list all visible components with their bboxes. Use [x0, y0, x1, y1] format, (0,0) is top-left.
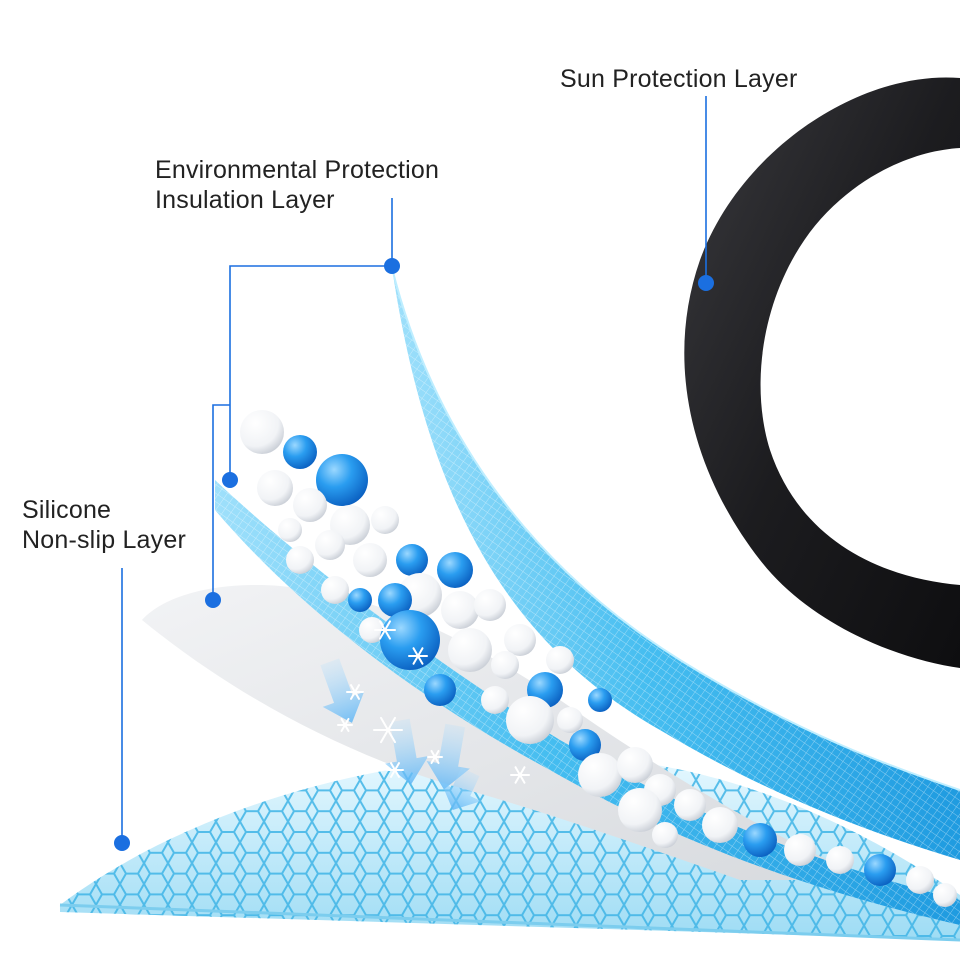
- white-bead: [353, 543, 387, 577]
- leader-dot-beads: [222, 472, 238, 488]
- leader-dot-sil: [114, 835, 130, 851]
- white-bead: [906, 866, 934, 894]
- blue-bead: [588, 688, 612, 712]
- white-bead: [481, 686, 509, 714]
- white-bead: [652, 822, 678, 848]
- white-bead: [286, 546, 314, 574]
- snowflake-icon: [510, 766, 530, 784]
- leader-dot-sun: [698, 275, 714, 291]
- white-bead: [371, 506, 399, 534]
- white-bead: [617, 747, 653, 783]
- sun-protection-layer: [684, 77, 960, 668]
- label-insulation-layer: Environmental Protection Insulation Laye…: [155, 155, 439, 215]
- snowflake-icon: [408, 647, 428, 665]
- silicone-mesh-layer: [59, 756, 960, 942]
- snowflake-icon: [374, 620, 396, 640]
- blue-bead: [437, 552, 473, 588]
- white-bead: [491, 651, 519, 679]
- white-bead: [826, 846, 854, 874]
- cooling-arrows: [320, 658, 482, 810]
- label-sil-line1: Silicone: [22, 496, 112, 524]
- white-bead: [315, 530, 345, 560]
- insulation-beads: [240, 410, 957, 907]
- white-bead: [293, 488, 327, 522]
- snowflake-icon: [337, 717, 353, 733]
- blue-bead: [396, 544, 428, 576]
- insulation-layer: [391, 267, 960, 860]
- blue-bead: [864, 854, 896, 886]
- white-bead: [278, 518, 302, 542]
- white-bead: [359, 617, 385, 643]
- blue-bead: [348, 588, 372, 612]
- white-bead: [257, 470, 293, 506]
- leader-dot-cooling: [205, 592, 221, 608]
- white-bead: [674, 789, 706, 821]
- blue-bead: [378, 583, 412, 617]
- white-bead: [441, 591, 479, 629]
- white-bead: [474, 589, 506, 621]
- snowflake-icon: [386, 762, 404, 778]
- leader-lines: [121, 96, 707, 843]
- leader-env: [229, 198, 393, 480]
- label-silicone-layer: Silicone Non-slip Layer: [22, 495, 186, 555]
- label-env-line1: Environmental Protection: [155, 156, 440, 184]
- label-sun-text: Sun Protection Layer: [560, 65, 798, 93]
- snowflake-icon: [346, 684, 364, 700]
- white-bead: [702, 807, 738, 843]
- blue-bead: [380, 610, 440, 670]
- leader-dots: [114, 258, 714, 851]
- white-bead: [240, 410, 284, 454]
- white-bead: [504, 624, 536, 656]
- leader-dot-env: [384, 258, 400, 274]
- white-bead: [321, 576, 349, 604]
- label-sil-line2: Non-slip Layer: [22, 526, 186, 554]
- white-bead: [784, 834, 816, 866]
- blue-bead: [316, 454, 368, 506]
- white-bead: [546, 646, 574, 674]
- blue-bead: [743, 823, 777, 857]
- white-bead: [578, 753, 622, 797]
- cooling-arrow-icon: [441, 767, 482, 810]
- snowflakes: [337, 620, 530, 784]
- white-bead: [506, 696, 554, 744]
- white-bead: [933, 883, 957, 907]
- white-bead: [448, 628, 492, 672]
- white-bead: [618, 788, 662, 832]
- blue-bead: [569, 729, 601, 761]
- blue-bead: [424, 674, 456, 706]
- snowflake-icon: [427, 749, 443, 765]
- snowflake-icon: [373, 716, 403, 744]
- blue-bead: [283, 435, 317, 469]
- leader-env-branch: [212, 404, 230, 600]
- label-sun-protection-layer: Sun Protection Layer: [560, 64, 797, 94]
- cooling-arrow-icon: [320, 658, 365, 723]
- white-bead: [557, 707, 583, 733]
- label-env-line2: Insulation Layer: [155, 186, 335, 214]
